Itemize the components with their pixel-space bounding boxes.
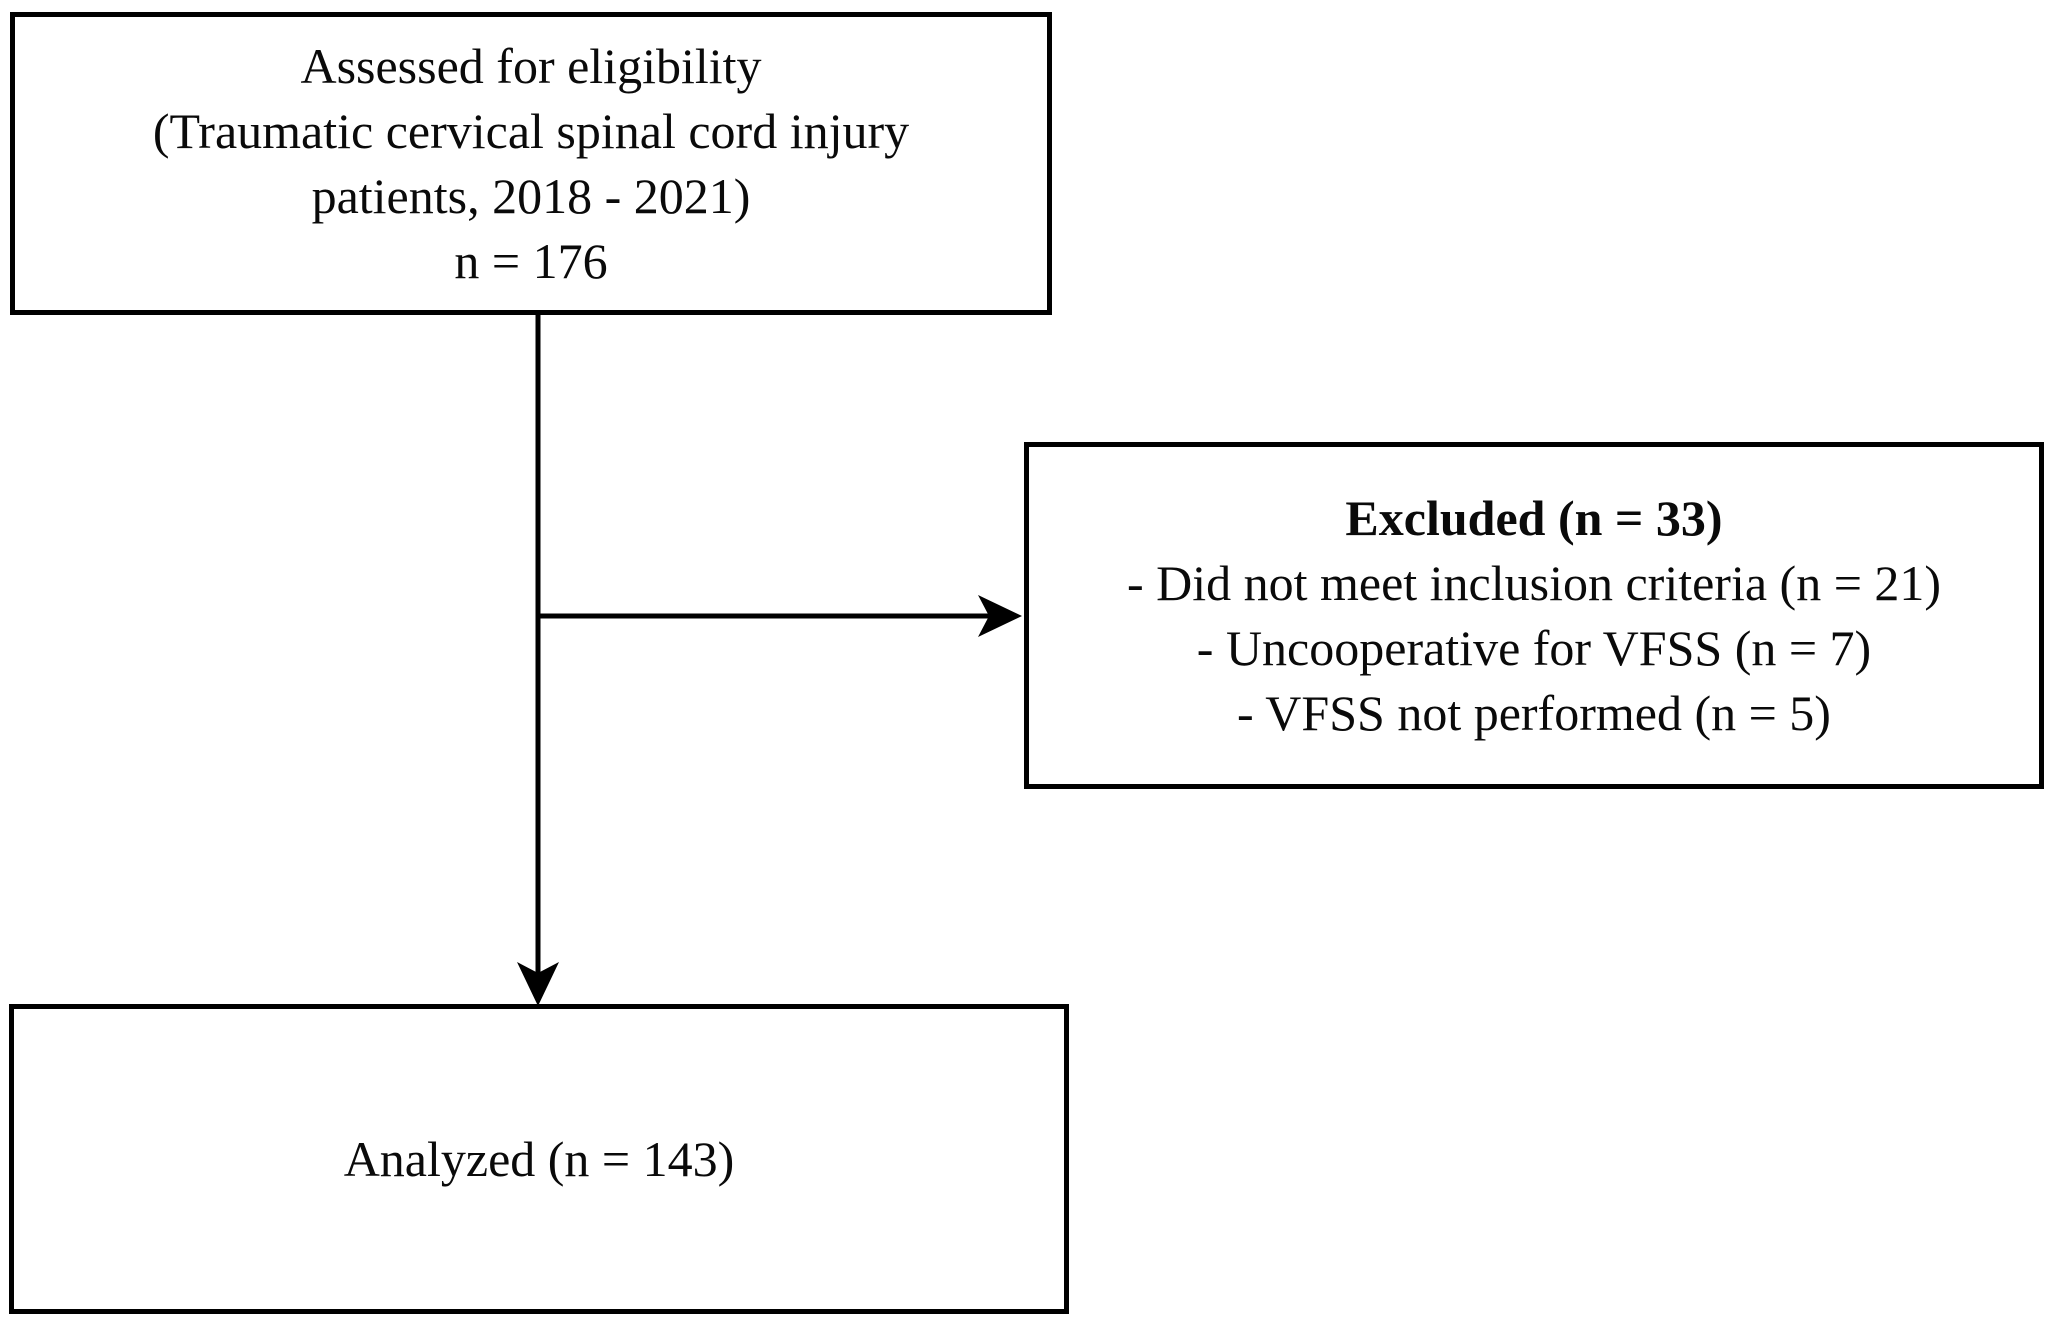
excluded-item-uncooperative: - Uncooperative for VFSS (n = 7) (1196, 619, 1872, 676)
assessed-line-1: Assessed for eligibility (300, 37, 762, 94)
excluded-item-inclusion-criteria: - Did not meet inclusion criteria (n = 2… (1126, 554, 1942, 611)
arrow-down-icon (517, 962, 559, 1006)
assessed-line-2: (Traumatic cervical spinal cord injury (152, 102, 910, 159)
analyzed-box: Analyzed (n = 143) (9, 1004, 1069, 1314)
assessed-line-3: patients, 2018 - 2021) (311, 167, 751, 224)
excluded-title: Excluded (n = 33) (1345, 489, 1723, 546)
excluded-box: Excluded (n = 33) - Did not meet inclusi… (1024, 442, 2044, 789)
assessed-count: n = 176 (454, 232, 608, 289)
excluded-item-vfss-not-performed: - VFSS not performed (n = 5) (1237, 684, 1831, 741)
analyzed-label: Analyzed (n = 143) (343, 1130, 735, 1187)
arrow-right-icon (978, 595, 1022, 637)
assessed-eligibility-box: Assessed for eligibility (Traumatic cerv… (10, 12, 1052, 315)
